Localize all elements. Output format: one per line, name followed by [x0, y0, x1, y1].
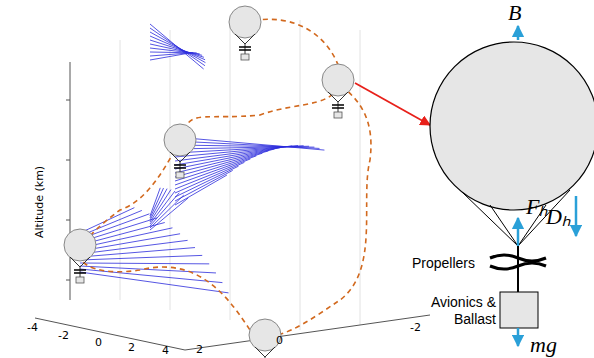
tick-label: 0 [95, 337, 102, 348]
tick-label: 2 [128, 342, 135, 353]
wind-vector [150, 188, 160, 216]
small-balloon [64, 229, 96, 283]
wind-vector [175, 175, 227, 205]
tick-label: 4 [162, 345, 169, 356]
wind-vectors [80, 24, 324, 293]
trajectory-path [80, 19, 371, 336]
wind-vector [150, 189, 167, 220]
wind-vector [150, 193, 179, 226]
grid-lines [120, 20, 360, 330]
wind-vector [80, 263, 209, 265]
small-balloon [229, 6, 261, 60]
wind-vector [80, 255, 202, 260]
axis-title: Altitude (km) [34, 166, 45, 238]
wind-vector [150, 24, 204, 69]
wind-vector [150, 198, 188, 230]
wind-vector [150, 191, 175, 224]
wind-vector [150, 195, 184, 228]
tick-label: -2 [58, 330, 69, 341]
force-label: Dₕ [546, 206, 571, 228]
tick-label: 0 [276, 335, 283, 346]
wind-vector [150, 36, 205, 60]
wind-vector [150, 188, 164, 218]
small-balloon [322, 64, 354, 118]
tick-label: -2 [410, 322, 421, 333]
wind-vector [80, 272, 229, 293]
force-label: mg [530, 334, 557, 356]
tick-label: 2 [196, 344, 203, 355]
wind-vector [175, 137, 324, 150]
wind-vector [175, 141, 320, 148]
wind-vector [150, 40, 204, 57]
tick-label: -4 [27, 322, 38, 333]
wind-vector [80, 248, 195, 257]
small-balloon [164, 124, 196, 178]
part-name: Avionics & Ballast [426, 294, 496, 328]
zoom-arrow [355, 83, 430, 125]
part-name: Propellers [412, 256, 475, 270]
small-balloons [64, 6, 354, 358]
force-label: B [508, 2, 521, 24]
force-label: Fₕ [526, 196, 548, 218]
plot-axes [35, 62, 430, 350]
